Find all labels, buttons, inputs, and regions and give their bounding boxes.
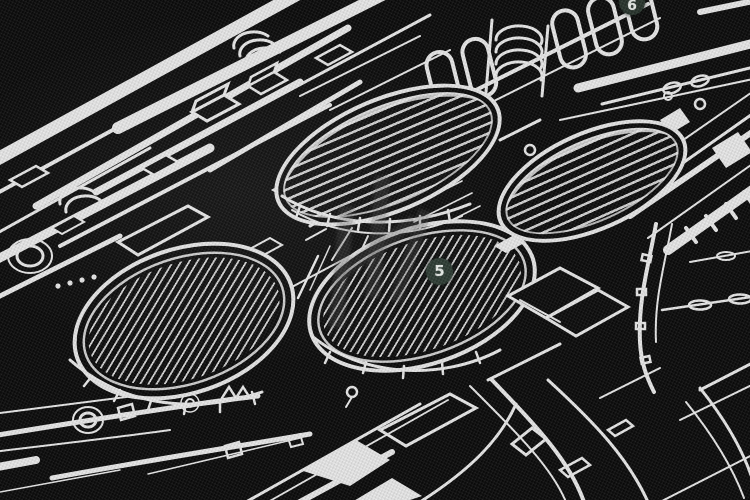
part-number-marker-6: 6 <box>619 0 645 15</box>
upper-beams <box>0 0 451 299</box>
bottom-center <box>246 392 518 500</box>
marker-6-label: 6 <box>627 0 637 14</box>
marker-5-label: 5 <box>434 262 445 280</box>
vent-rim-walls <box>68 194 502 416</box>
panels-under-right-vent <box>494 235 632 338</box>
photo-watermark <box>308 168 468 358</box>
lines-crossing-center-vent <box>296 245 331 300</box>
corner-stripes <box>0 0 352 234</box>
top-right-band <box>559 0 750 121</box>
bottom-right-arcs <box>469 342 750 500</box>
part-number-marker-5: 5 <box>426 258 453 285</box>
